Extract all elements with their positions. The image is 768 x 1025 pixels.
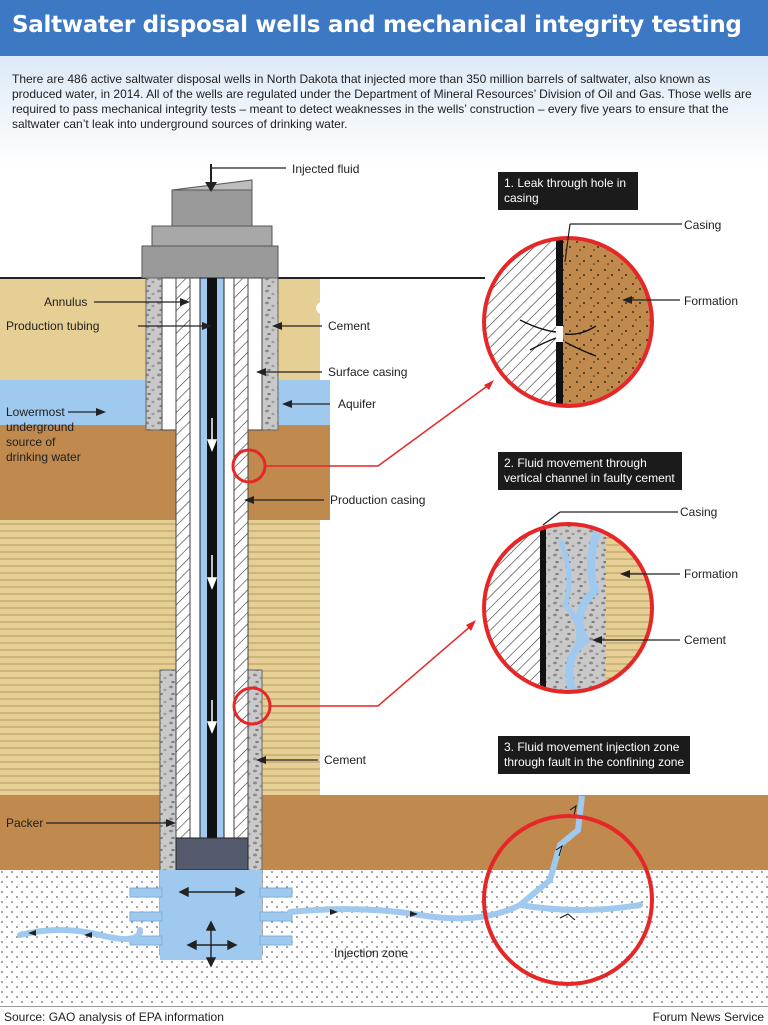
panel-2-title-box [498,452,682,490]
surface-casing-right [247,277,263,431]
header-bar [0,0,768,56]
panel-3-title-line-1: 3. Fluid movement injection zone [504,740,680,754]
panel-2-title-line-1: 2. Fluid movement through [504,456,647,470]
credit-text: Forum News Service [652,1010,764,1024]
page-title: Saltwater disposal wells and mechanical … [12,12,742,38]
wellhead-base [141,245,279,279]
packer [175,837,249,871]
label-packer: Packer [6,816,43,830]
well-labels: Injected fluid Annulus Production tubing… [6,162,425,960]
panel-2-circle [482,522,654,694]
wellhead-middle [151,225,273,249]
panel-3-title-box [498,736,690,774]
label-lowermost-1: Lowermost [6,405,65,419]
footer: Source: GAO analysis of EPA information … [0,1006,768,1025]
wellhead-top [171,189,253,229]
label-aquifer: Aquifer [338,397,376,411]
well [129,164,293,968]
callout-connectors [231,380,494,726]
injection-flow [17,901,643,942]
panel-3-circle [482,814,654,986]
source-text: Source: GAO analysis of EPA information [4,1010,224,1024]
label-lowermost-2: underground [6,420,74,434]
label-surface-casing: Surface casing [328,365,407,379]
panel-1-label-formation: Formation [684,294,738,308]
surface-casing-left [161,277,177,431]
label-annulus: Annulus [44,295,87,309]
cement-upper-left [145,277,163,431]
panel-3: 3. Fluid movement injection zone through… [482,736,690,986]
injection-arrows [178,886,246,968]
intro-background [0,56,768,166]
label-lowermost-4: drinking water [6,450,81,464]
panel-3-title-line-2: through fault in the confining zone [504,755,684,769]
annulus-left [189,277,201,839]
panel-1-title-line-2: casing [504,191,539,205]
panel-2-title-line-2: vertical channel in faulty cement [504,471,675,485]
label-production-tubing: Production tubing [6,319,99,333]
label-lowermost-3: source of [6,435,56,449]
panel-1-title-line-1: 1. Leak through hole in [504,176,626,190]
label-cement-lower: Cement [324,753,367,767]
label-injection-zone: Injection zone [334,946,408,960]
production-casing-right [233,277,249,839]
label-injected-fluid: Injected fluid [292,162,359,176]
cement-upper-right [261,277,279,431]
panel-1-label-casing: Casing [684,218,721,232]
annulus-right [223,277,235,839]
panel-2-label-cement: Cement [684,633,727,647]
label-production-casing: Production casing [330,493,425,507]
panel-2-label-casing: Casing [680,505,717,519]
panel-2-label-formation: Formation [684,567,738,581]
production-casing-left [175,277,191,839]
intro-text: There are 486 active saltwater disposal … [12,72,752,131]
label-cement-upper: Cement [328,319,371,333]
panel-1-title-box [498,172,638,210]
confining-layer [0,795,768,870]
